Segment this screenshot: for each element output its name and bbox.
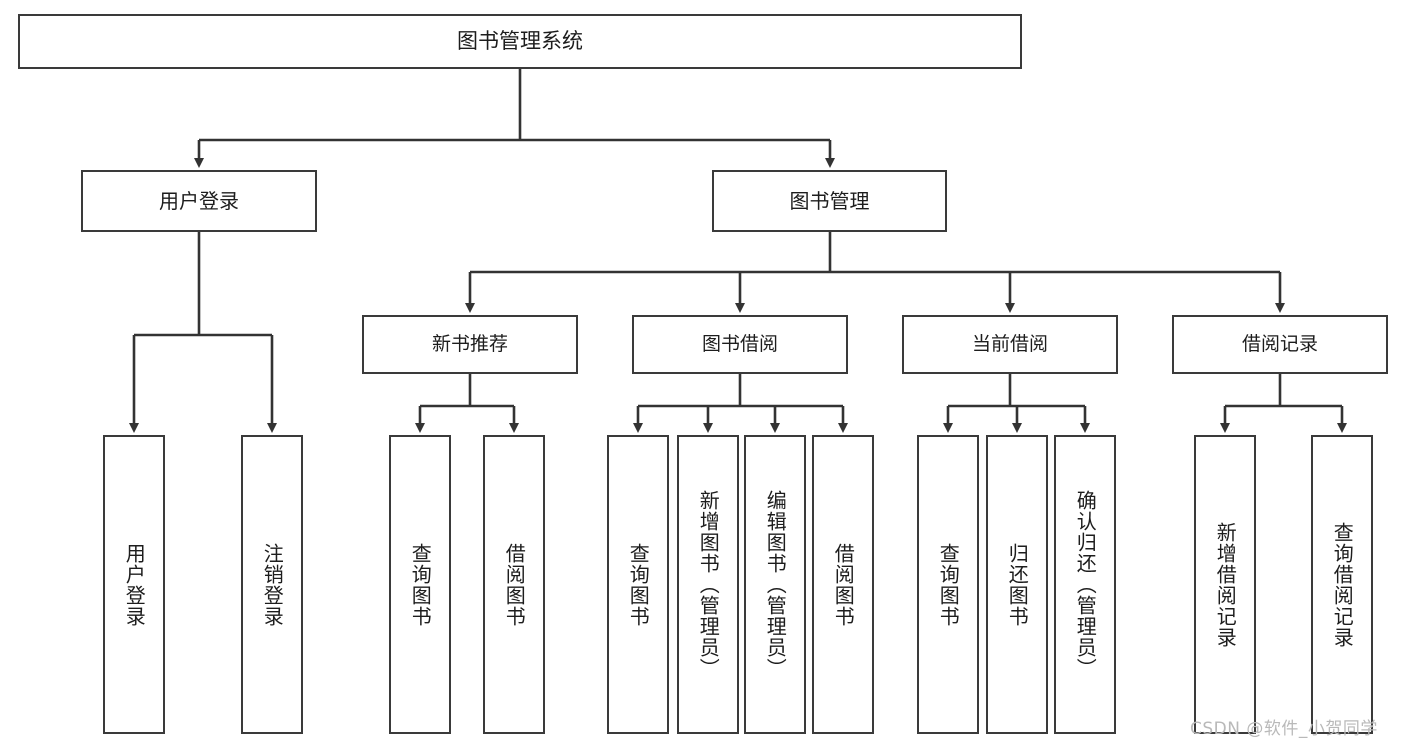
node-leaf-user-login-label: 用户登录 <box>122 542 147 627</box>
node-root[interactable]: 图书管理系统 <box>18 14 1022 69</box>
node-current-borrow[interactable]: 当前借阅 <box>902 315 1118 374</box>
node-leaf-logout-login-label: 注销登录 <box>260 542 285 627</box>
node-leaf-add-record[interactable]: 新增借阅记录 <box>1194 435 1256 734</box>
node-leaf-query-book-3-label: 查询图书 <box>936 542 961 627</box>
node-book-borrow-label: 图书借阅 <box>701 332 778 355</box>
node-root-label: 图书管理系统 <box>457 28 583 53</box>
node-leaf-query-book-2-label: 查询图书 <box>626 542 651 627</box>
node-leaf-query-book-1[interactable]: 查询图书 <box>389 435 451 734</box>
node-leaf-user-login[interactable]: 用户登录 <box>103 435 165 734</box>
node-leaf-add-book-label: 新增图书（管理员） <box>696 490 721 679</box>
node-leaf-borrow-book-1[interactable]: 借阅图书 <box>483 435 545 734</box>
node-borrow-record[interactable]: 借阅记录 <box>1172 315 1388 374</box>
node-leaf-add-record-label: 新增借阅记录 <box>1213 521 1238 648</box>
node-leaf-borrow-book-2[interactable]: 借阅图书 <box>812 435 874 734</box>
node-leaf-return-book[interactable]: 归还图书 <box>986 435 1048 734</box>
node-user-login[interactable]: 用户登录 <box>81 170 317 232</box>
node-leaf-edit-book[interactable]: 编辑图书（管理员） <box>744 435 806 734</box>
node-leaf-query-book-2[interactable]: 查询图书 <box>607 435 669 734</box>
node-current-borrow-label: 当前借阅 <box>971 332 1048 355</box>
node-book-manage[interactable]: 图书管理 <box>712 170 947 232</box>
node-leaf-logout-login[interactable]: 注销登录 <box>241 435 303 734</box>
node-leaf-borrow-book-2-label: 借阅图书 <box>831 542 856 627</box>
node-book-borrow[interactable]: 图书借阅 <box>632 315 848 374</box>
node-borrow-record-label: 借阅记录 <box>1241 332 1318 355</box>
node-leaf-confirm-return-label: 确认归还（管理员） <box>1073 490 1098 679</box>
node-leaf-query-record[interactable]: 查询借阅记录 <box>1311 435 1373 734</box>
node-leaf-edit-book-label: 编辑图书（管理员） <box>763 490 788 679</box>
node-book-manage-label: 图书管理 <box>789 188 870 213</box>
node-new-book-recommend[interactable]: 新书推荐 <box>362 315 578 374</box>
node-leaf-confirm-return[interactable]: 确认归还（管理员） <box>1054 435 1116 734</box>
node-new-book-recommend-label: 新书推荐 <box>431 332 508 355</box>
node-user-login-label: 用户登录 <box>159 188 239 213</box>
node-leaf-borrow-book-1-label: 借阅图书 <box>502 542 527 627</box>
node-leaf-return-book-label: 归还图书 <box>1005 542 1030 627</box>
csdn-watermark: CSDN @软件_小贺同学 <box>1190 719 1378 739</box>
node-leaf-query-record-label: 查询借阅记录 <box>1330 521 1355 648</box>
node-leaf-query-book-3[interactable]: 查询图书 <box>917 435 979 734</box>
node-leaf-add-book[interactable]: 新增图书（管理员） <box>677 435 739 734</box>
node-leaf-query-book-1-label: 查询图书 <box>408 542 433 627</box>
